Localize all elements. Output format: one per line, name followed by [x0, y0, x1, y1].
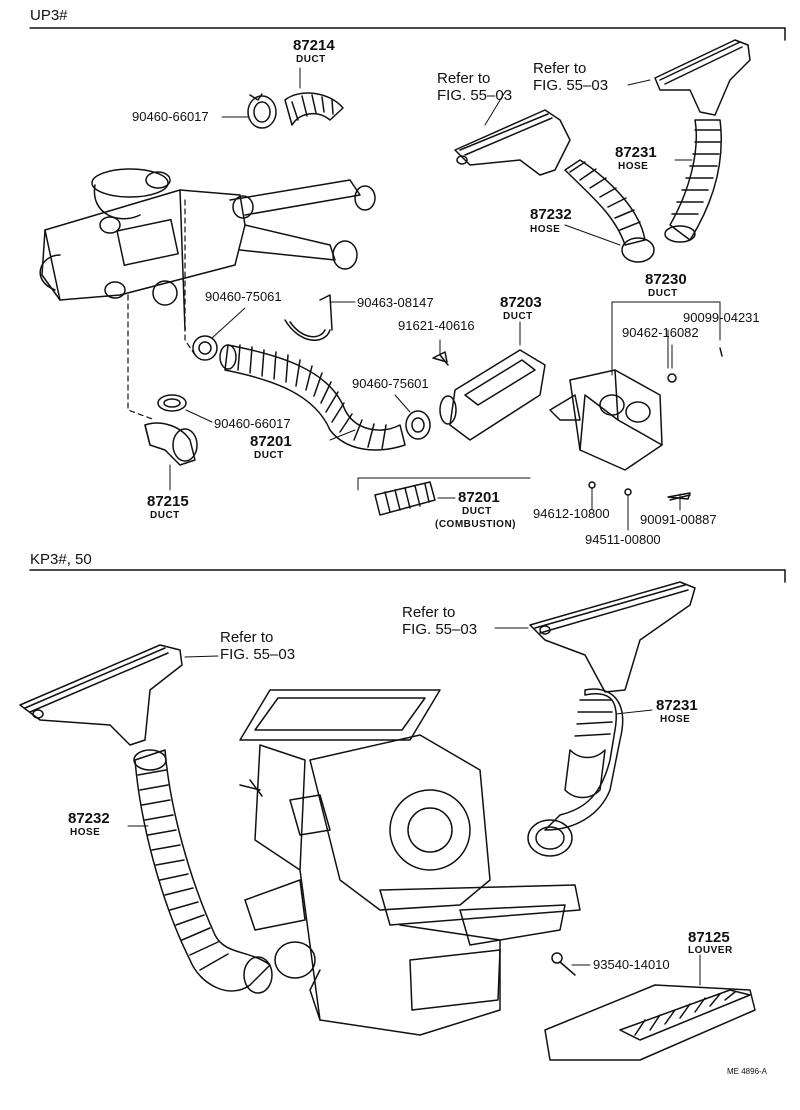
part-90460-75061: 90460-75061 [205, 289, 282, 304]
combustion-duct-drawing [357, 477, 531, 516]
part-90099-04231: 90099-04231 [683, 310, 760, 325]
section-label-bottom: KP3#, 50 [30, 551, 92, 568]
screw-drawing [551, 952, 576, 976]
part-90463-08147: 90463-08147 [357, 295, 434, 310]
hardware-leaders [439, 339, 681, 511]
part-94511-00800: 94511-00800 [585, 532, 661, 547]
part-87203-name: DUCT [503, 311, 533, 322]
section-label-top: UP3# [30, 7, 68, 24]
duct-87214-drawing [284, 92, 344, 126]
part-87214-number: 87214 [293, 37, 335, 54]
part-87125-name: LOUVER [688, 945, 733, 956]
part-90462-16082: 90462-16082 [622, 325, 699, 340]
leader-dashed [127, 199, 196, 421]
part-87215-name: DUCT [150, 510, 180, 521]
part-87230-name: DUCT [648, 288, 678, 299]
part-87201-name: DUCT [254, 450, 284, 461]
clamp-a-drawing [247, 93, 277, 129]
part-87203-number: 87203 [500, 294, 542, 311]
drawing-code: ME 4896-A [727, 1067, 768, 1076]
hose-87232-drawing [564, 159, 655, 263]
part-87231b-name: HOSE [660, 714, 691, 725]
nozzle-d-drawing [529, 581, 696, 693]
part-87231-number: 87231 [615, 144, 657, 161]
clamp-b-drawing [284, 294, 333, 341]
part-87201-combustion-name: DUCT [462, 506, 492, 517]
duct-87201-drawing [219, 344, 406, 451]
hose-87232b-drawing [133, 749, 273, 994]
hose-87231b-drawing [527, 688, 624, 857]
refer-note-a: Refer to FIG. 55–03 [437, 70, 513, 105]
heater-unit-b-drawing [239, 689, 581, 1036]
part-87201-combustion-number: 87201 [458, 489, 500, 506]
part-87201-combustion-note: (COMBUSTION) [435, 519, 516, 530]
part-87232b-name: HOSE [70, 827, 101, 838]
louver-drawing [544, 984, 756, 1061]
part-90460-75601: 90460-75601 [352, 376, 429, 391]
nozzle-b-drawing [654, 39, 751, 116]
section-rules [29, 27, 786, 583]
part-87230-number: 87230 [645, 271, 687, 288]
nozzle-a-drawing [454, 109, 571, 176]
hose-87231-drawing [664, 119, 722, 243]
part-87232b-number: 87232 [68, 810, 110, 827]
part-90460-66017-b: 90460-66017 [214, 416, 291, 431]
part-87201-number: 87201 [250, 433, 292, 450]
part-87231b-number: 87231 [656, 697, 698, 714]
part-87232-number: 87232 [530, 206, 572, 223]
heater-unit [39, 168, 376, 331]
duct-87203-drawing [439, 349, 546, 441]
leader-87230 [611, 301, 721, 376]
part-90460-66017-a: 90460-66017 [132, 109, 209, 124]
part-87231-name: HOSE [618, 161, 649, 172]
clamp-c-drawing [192, 335, 218, 361]
part-87215-number: 87215 [147, 493, 189, 510]
part-94612-10800: 94612-10800 [533, 506, 610, 521]
part-87125-number: 87125 [688, 929, 730, 946]
part-93540-14010: 93540-14010 [593, 957, 670, 972]
part-90091-00887: 90091-00887 [640, 512, 717, 527]
refer-note-d: Refer to FIG. 55–03 [220, 629, 296, 664]
duct-87230-drawing [549, 369, 663, 471]
refer-note-b: Refer to FIG. 55–03 [533, 60, 609, 95]
duct-87215-drawing [144, 422, 198, 466]
refer-note-c: Refer to FIG. 55–03 [402, 604, 478, 639]
part-87232-name: HOSE [530, 224, 561, 235]
clamp-e-drawing [157, 394, 187, 412]
clamp-d-drawing [405, 410, 431, 440]
part-87214-name: DUCT [296, 54, 326, 65]
nozzle-c-drawing [19, 644, 183, 746]
part-91621-40616: 91621-40616 [398, 318, 475, 333]
